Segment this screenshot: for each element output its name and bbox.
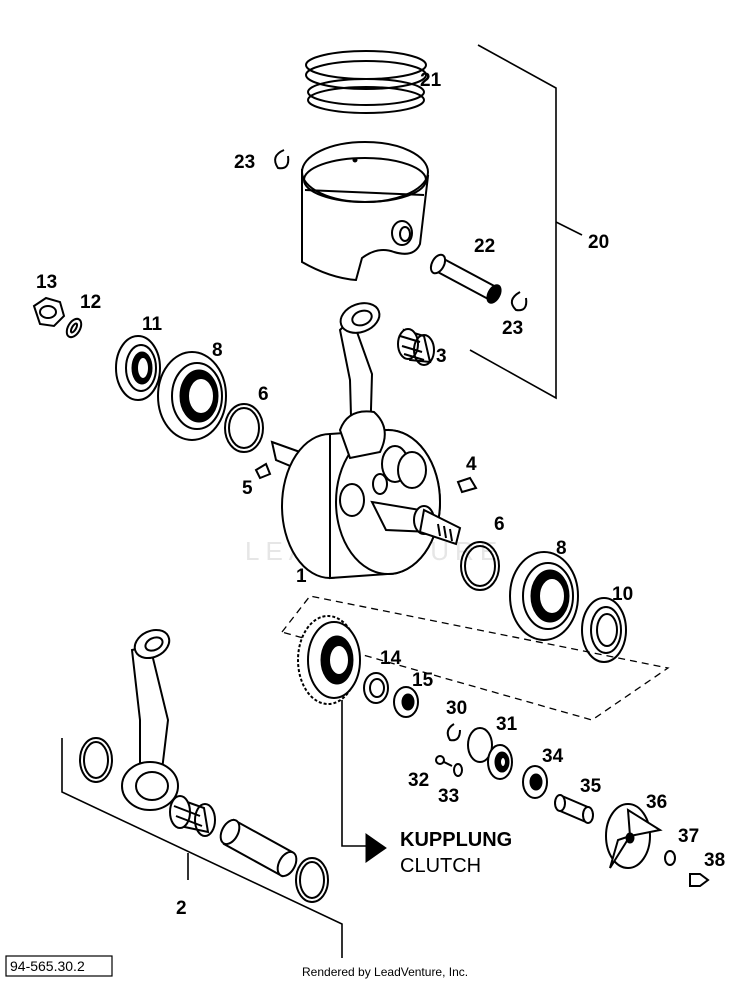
callout-14: 14: [380, 648, 402, 669]
destination-label-de: KUPPLUNG: [400, 829, 512, 851]
connecting-rod-installed[interactable]: [336, 298, 386, 460]
shaft-seal-11[interactable]: [115, 335, 161, 401]
main-bearing-8-right[interactable]: [509, 551, 579, 641]
callout-20: 20: [588, 232, 609, 253]
pump-shaft-35[interactable]: [554, 794, 594, 824]
shim-6-right[interactable]: [460, 541, 500, 591]
callout-33: 33: [438, 786, 459, 807]
primary-gear[interactable]: [297, 615, 361, 705]
needle-bearing-3[interactable]: [397, 328, 435, 366]
callout-6-left: 6: [258, 384, 269, 405]
key-5[interactable]: [254, 462, 272, 480]
screw-38[interactable]: [689, 873, 710, 887]
callout-1: 1: [296, 566, 307, 587]
circlip-23-top[interactable]: [274, 149, 290, 170]
callout-2: 2: [176, 898, 187, 919]
main-bearing-8-left[interactable]: [157, 351, 227, 441]
washer-12[interactable]: [64, 316, 84, 339]
bearing-31[interactable]: [467, 727, 513, 780]
callout-32: 32: [408, 770, 429, 791]
ref-code: 94-565.30.2: [10, 958, 85, 974]
callout-22: 22: [474, 236, 495, 257]
callout-37: 37: [678, 826, 699, 847]
callout-35: 35: [580, 776, 602, 797]
piston-pin-22[interactable]: [428, 252, 504, 305]
callout-8-left: 8: [212, 340, 223, 361]
shaft-seal-34[interactable]: [522, 765, 548, 799]
callout-21: 21: [420, 70, 442, 91]
primary-gear-assembly-outline: [280, 595, 670, 721]
callout-13: 13: [36, 272, 57, 293]
callout-23-top: 23: [234, 152, 255, 173]
clutch-arrow: [365, 833, 387, 863]
callout-30: 30: [446, 698, 467, 719]
callout-34: 34: [542, 746, 564, 767]
footer-credit: Rendered by LeadVenture, Inc.: [302, 965, 468, 979]
piston-ring-21[interactable]: [305, 50, 427, 114]
callout-3: 3: [436, 346, 447, 367]
destination-label-en: CLUTCH: [400, 855, 481, 877]
nut-15[interactable]: [393, 686, 419, 718]
callout-6-right: 6: [494, 514, 505, 535]
callout-11: 11: [142, 314, 163, 335]
washer-14[interactable]: [363, 672, 389, 704]
clutch-leader-line: [341, 700, 366, 847]
group-bracket-20: [469, 44, 557, 400]
shim-6-left[interactable]: [224, 403, 264, 453]
crankshaft-1[interactable]: [270, 428, 462, 580]
key-4[interactable]: [456, 476, 478, 494]
impeller-36[interactable]: [605, 803, 663, 869]
nut-13[interactable]: [32, 296, 66, 328]
callout-5: 5: [242, 478, 253, 499]
callout-38: 38: [704, 850, 725, 871]
shaft-seal-10[interactable]: [581, 597, 627, 663]
callout-8-right: 8: [556, 538, 567, 559]
group-bracket-2: [61, 738, 343, 958]
callout-23-bottom: 23: [502, 318, 523, 339]
piston[interactable]: [301, 141, 430, 282]
connecting-rod-kit-2[interactable]: [79, 625, 329, 903]
callout-10: 10: [612, 584, 633, 605]
washer-33[interactable]: [453, 763, 463, 777]
callout-15: 15: [412, 670, 434, 691]
ref-code-box: [5, 955, 113, 977]
callout-36: 36: [646, 792, 667, 813]
washer-37[interactable]: [664, 850, 676, 866]
screw-32[interactable]: [435, 755, 453, 767]
circlip-23-bottom[interactable]: [510, 291, 528, 312]
callout-4: 4: [466, 454, 477, 475]
circlip-30[interactable]: [446, 723, 461, 742]
callout-12: 12: [80, 292, 101, 313]
callout-31: 31: [496, 714, 518, 735]
leader-20: [555, 221, 583, 236]
